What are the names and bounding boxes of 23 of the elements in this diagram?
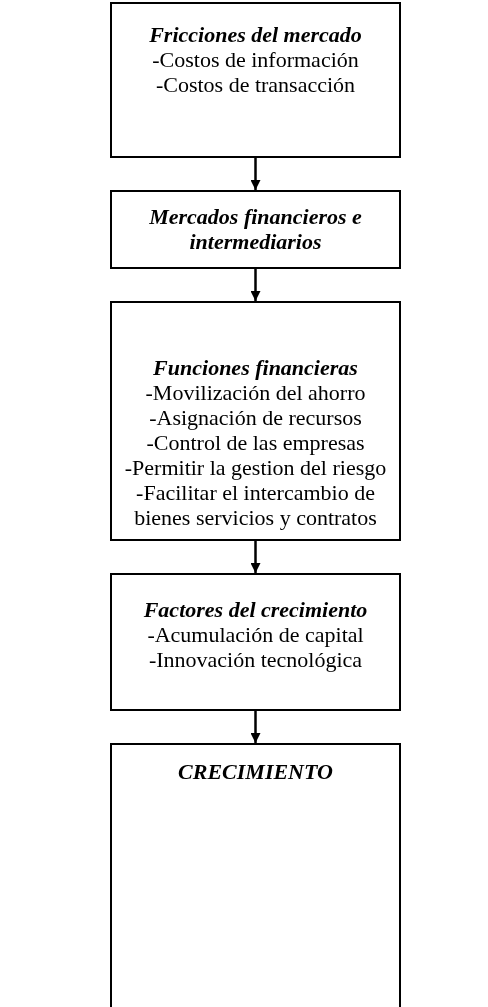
list-item: -Innovación tecnológica (148, 647, 363, 672)
arrow (250, 269, 261, 301)
arrow (250, 158, 261, 190)
box-heading: Mercados financieros e intermediarios (148, 204, 363, 254)
list-item: -Costos de transacción (155, 72, 356, 97)
process-box (110, 190, 401, 269)
process-box (110, 743, 401, 1007)
box-heading: Funciones financieras (153, 355, 358, 380)
process-box (110, 301, 401, 541)
process-box (110, 573, 401, 711)
box-heading: Fricciones del mercado (149, 22, 362, 47)
list-item: -Movilización del ahorro (145, 380, 366, 405)
list-item: -Asignación de recursos (149, 405, 362, 430)
list-item: -Acumulación de capital (147, 622, 364, 647)
box-heading: Factores del crecimiento (143, 597, 368, 622)
process-box (110, 2, 401, 158)
list-item: -Facilitar el intercambio de bienes servicios y contratos (133, 480, 378, 530)
arrow (250, 541, 261, 573)
list-item: -Permitir la gestion del riesgo (124, 455, 387, 480)
list-item: -Control de las empresas (146, 430, 365, 455)
arrow (250, 711, 261, 743)
list-item: -Costos de información (152, 47, 359, 72)
box-heading: CRECIMIENTO (178, 759, 333, 784)
